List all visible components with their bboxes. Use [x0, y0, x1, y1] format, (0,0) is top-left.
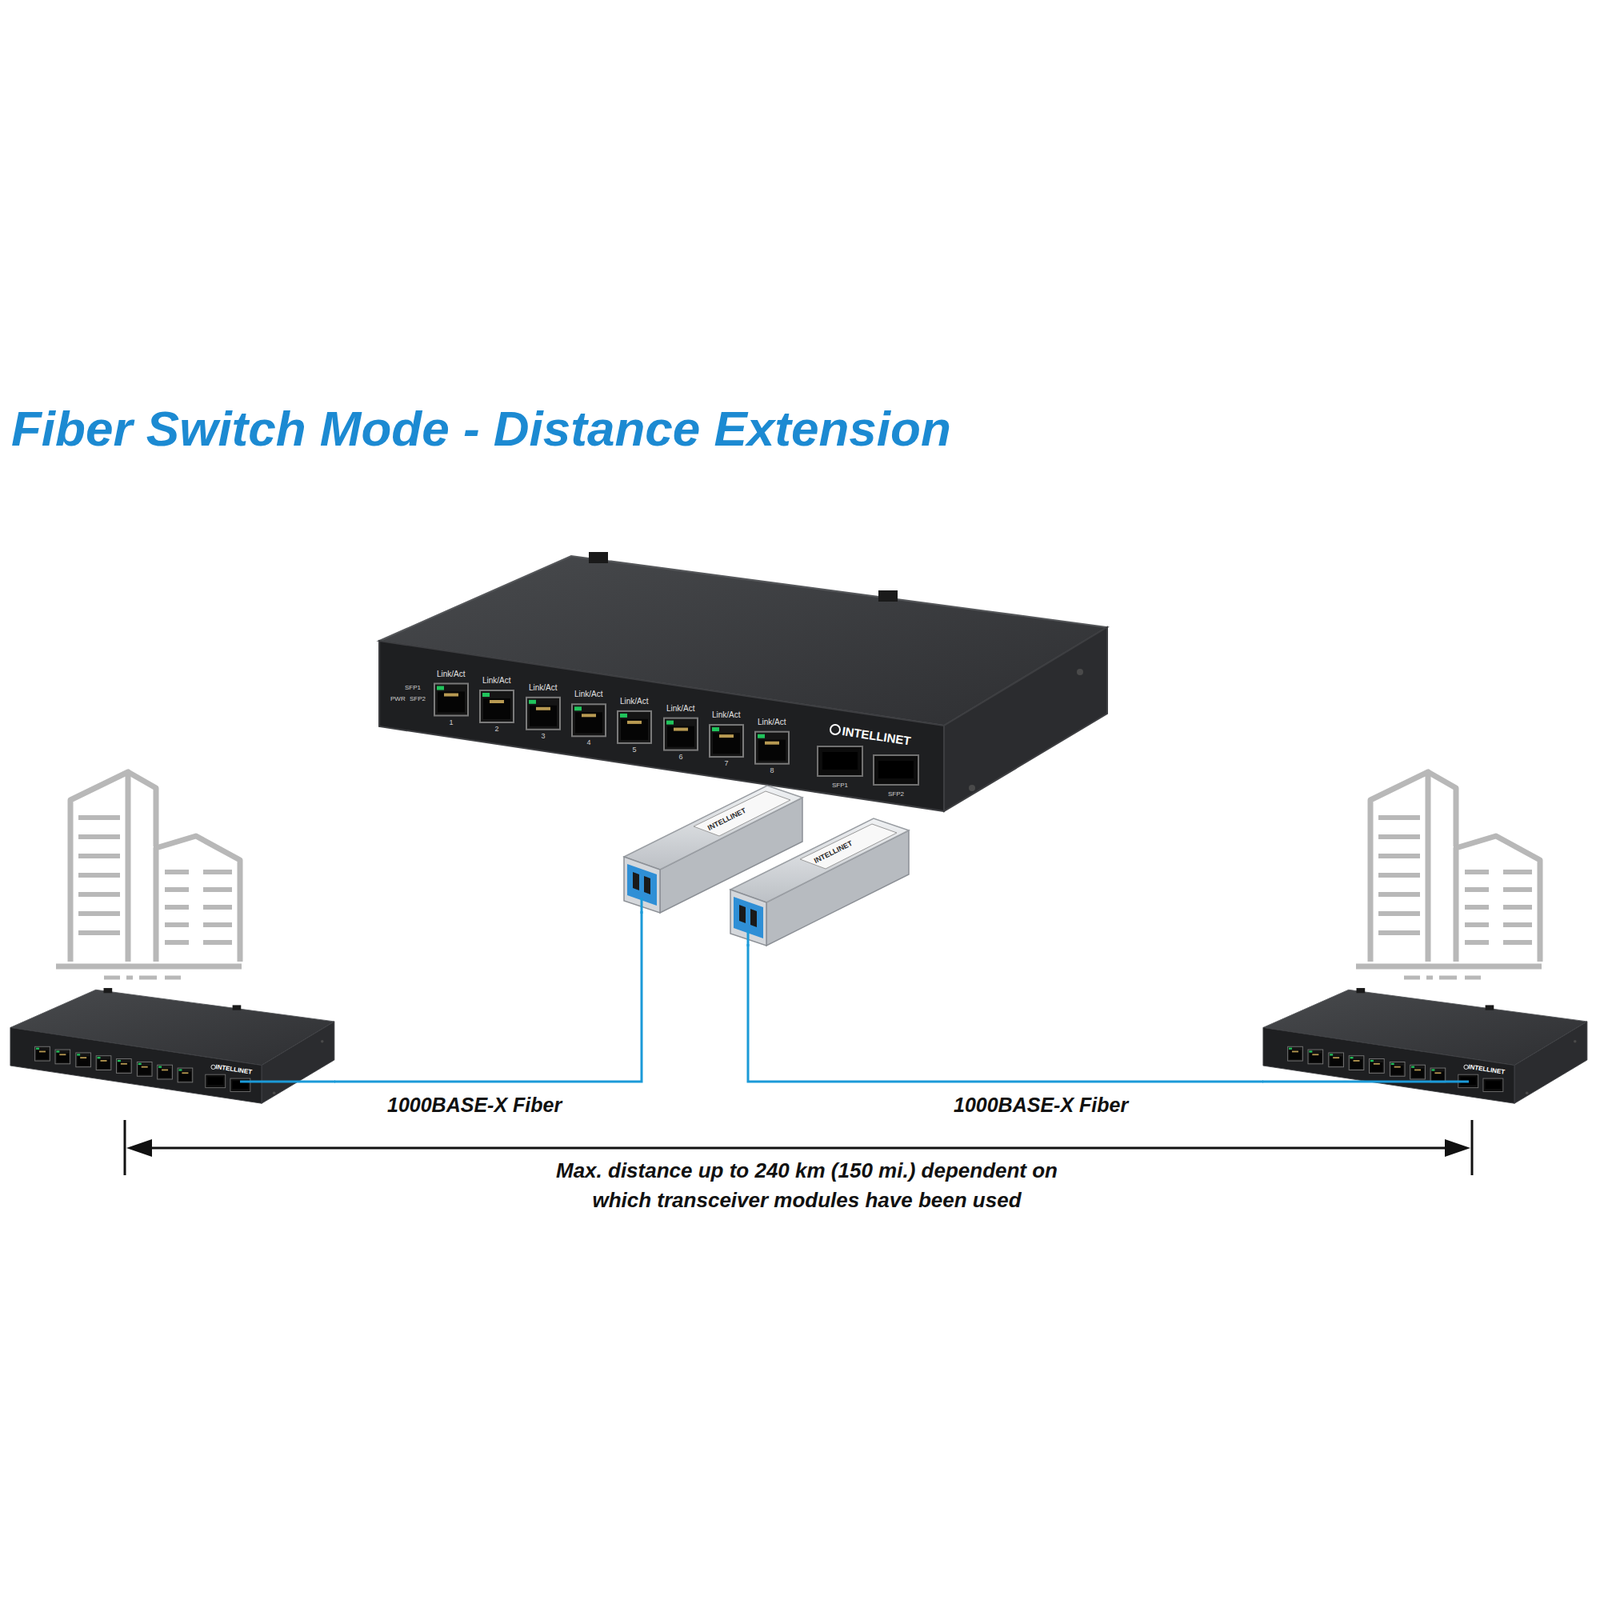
- brand-logo: INTELLINET: [1468, 1063, 1506, 1076]
- dimension-line: [144, 1147, 1453, 1150]
- port-number: 6: [679, 752, 684, 761]
- building-icon: [1356, 772, 1542, 978]
- fiber-stub: [1262, 1080, 1469, 1084]
- port-number: 4: [587, 738, 592, 747]
- dimension-tick: [124, 1120, 127, 1176]
- port-led-label: Link/Act: [666, 704, 696, 714]
- brand-logo: INTELLINET: [840, 724, 912, 748]
- port-led-label: Link/Act: [712, 710, 741, 720]
- port-led-label: Link/Act: [574, 689, 604, 700]
- network-switch: INTELLINET: [10, 989, 335, 1104]
- diagram-title: Fiber Switch Mode - Distance Extension: [11, 400, 952, 457]
- port-label: SFP2: [888, 790, 904, 798]
- port-led-label: Link/Act: [620, 696, 649, 707]
- port-led-label: Link/Act: [436, 669, 466, 680]
- port-label: SFP1: [832, 781, 848, 789]
- port-number: 8: [770, 766, 775, 775]
- fiber-stub: [240, 1080, 336, 1084]
- network-switch: SFP1PWRSFP2Link/ActLink/ActLink/ActLink/…: [376, 552, 1112, 816]
- led-label: SFP1: [404, 684, 421, 692]
- dimension-arrowhead: [1444, 1139, 1471, 1157]
- port-led-label: Link/Act: [757, 717, 787, 728]
- building-icon: [56, 772, 242, 978]
- edge-label: 1000BASE-X Fiber: [950, 1092, 1132, 1117]
- port-number: 3: [541, 732, 546, 740]
- port-led-label: Link/Act: [528, 683, 558, 693]
- brand-logo: INTELLINET: [812, 839, 854, 865]
- port-led-label: Link/Act: [482, 676, 512, 686]
- port-number: 2: [495, 724, 500, 733]
- network-switch-drawing: [10, 988, 335, 1104]
- fiber-cable: [334, 911, 642, 1082]
- sfp-transceiver-drawing: [730, 818, 909, 947]
- edge-label: 1000BASE-X Fiber: [384, 1092, 565, 1117]
- brand-logo: INTELLINET: [215, 1063, 253, 1076]
- distance-note: Max. distance up to 240 km (150 mi.) dep…: [534, 1156, 1080, 1216]
- port-number: 1: [449, 718, 454, 727]
- port-number: 7: [724, 759, 729, 768]
- brand-logo: INTELLINET: [706, 806, 748, 832]
- led-label: PWR: [390, 695, 406, 703]
- network-switch: INTELLINET: [1263, 989, 1588, 1104]
- network-switch-drawing: [1263, 988, 1588, 1104]
- sfp-transceiver: INTELLINET: [730, 818, 909, 944]
- led-label: SFP2: [409, 695, 426, 703]
- dimension-arrowhead: [126, 1139, 152, 1157]
- sfp-transceiver: INTELLINET: [624, 785, 803, 912]
- network-switch-drawing: [379, 552, 1108, 812]
- port-number: 5: [632, 745, 637, 754]
- fiber-cable: [748, 944, 1264, 1082]
- dimension-tick: [1471, 1120, 1474, 1176]
